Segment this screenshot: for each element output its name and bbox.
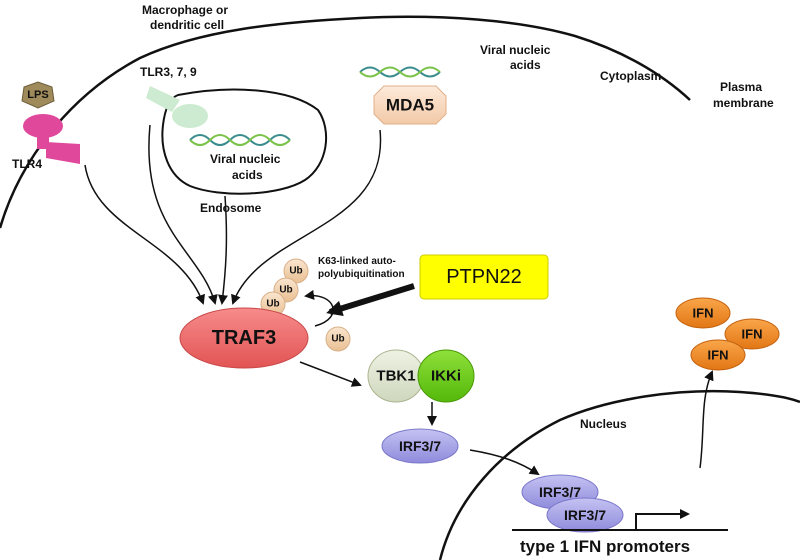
tlr4-label: TLR4 — [12, 157, 42, 171]
mda5-label: MDA5 — [386, 96, 434, 115]
ubiquitination-curve-arrow — [304, 289, 334, 327]
irf37-cytoplasm-node — [381, 428, 459, 464]
plasma-membrane-line — [0, 15, 691, 229]
ikki-node — [417, 349, 475, 403]
endosome-label: Endosome — [200, 201, 262, 215]
mda5-box — [373, 85, 447, 125]
arrow-irf-nucleus — [469, 449, 540, 476]
arrow-endosome-traf3 — [217, 195, 228, 305]
ifn-node-1 — [675, 297, 731, 329]
irf37-dimer-bottom — [546, 497, 624, 533]
ifn-label-2: IFN — [742, 327, 763, 342]
transcription-start-arrow — [635, 509, 690, 530]
arrow-mda5-traf3 — [231, 129, 382, 305]
arrow-tlr4-traf3 — [84, 164, 205, 305]
lps-shape — [21, 81, 55, 109]
ifn-label-1: IFN — [693, 306, 714, 321]
arrow-traf3-tbk1 — [299, 361, 362, 387]
endosome-outline — [161, 88, 328, 195]
viral-nucleic-acids-endosome-label: Viral nucleic acids — [210, 152, 284, 182]
viral-nucleic-acids-label: Viral nucleic acids — [480, 43, 554, 72]
cell-label: Macrophage or dendritic cell — [142, 3, 231, 32]
traf3-label: TRAF3 — [212, 327, 276, 349]
arrow-ptpn22-inhibit — [326, 283, 415, 317]
cytoplasm-label: Cytoplasm — [600, 69, 661, 83]
dna-helix-top — [359, 66, 441, 78]
promoters-label: type 1 IFN promoters — [520, 537, 690, 556]
ifn-label-3: IFN — [708, 348, 729, 363]
tlr4-receptor — [23, 114, 80, 164]
lps-label: LPS — [27, 89, 48, 101]
tbk1-label: TBK1 — [376, 368, 415, 385]
ub-1: Ub — [289, 266, 302, 277]
arrow-ifn-export — [699, 370, 714, 469]
traf3-node — [179, 307, 309, 369]
irf37-cytoplasm-label: IRF3/7 — [399, 438, 441, 454]
ub-chain: Ub Ub Ub — [260, 258, 309, 317]
ub-2: Ub — [279, 285, 292, 296]
dna-helix-endosome — [189, 134, 291, 146]
plasma-membrane-label: Plasma membrane — [713, 80, 774, 110]
ifn-node-2 — [724, 318, 780, 350]
arrow-tlr379-traf3 — [148, 124, 218, 305]
nucleus-membrane-line — [438, 389, 800, 560]
ub-free-label: Ub — [331, 334, 344, 345]
tlr379-label: TLR3, 7, 9 — [140, 65, 197, 79]
k63-label: K63-linked auto- polyubiquitination — [318, 256, 405, 280]
ptpn22-label: PTPN22 — [446, 266, 522, 288]
nucleus-label: Nucleus — [580, 417, 627, 431]
ifn-node-3 — [690, 339, 746, 371]
ub-3: Ub — [266, 299, 279, 310]
ptpn22-box — [419, 254, 549, 300]
irf37-dimer-bottom-label: IRF3/7 — [564, 507, 606, 523]
ikki-label: IKKi — [431, 368, 461, 385]
ub-free — [325, 326, 351, 352]
tlr379-receptor — [146, 86, 208, 128]
irf37-dimer-top-label: IRF3/7 — [539, 484, 581, 500]
